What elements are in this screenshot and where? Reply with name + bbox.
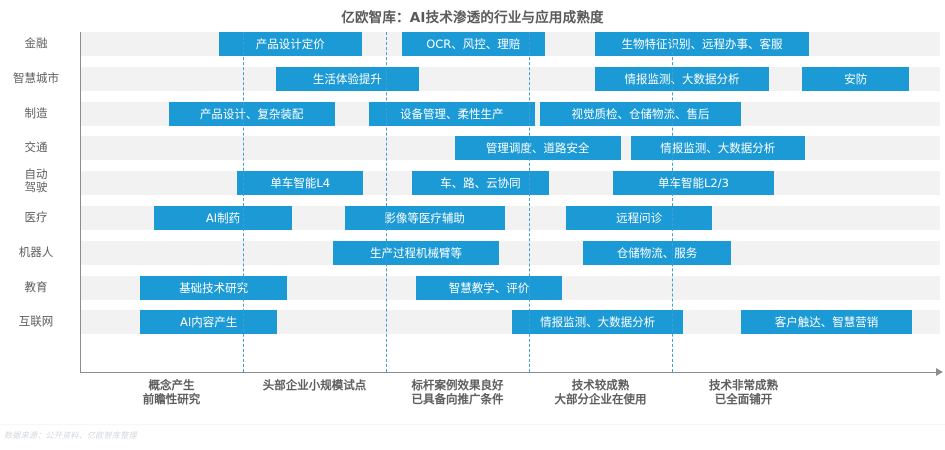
maturity-bar[interactable]: 仓储物流、服务 bbox=[583, 240, 731, 265]
maturity-bar[interactable]: 情报监测、大数据分析 bbox=[630, 136, 805, 161]
maturity-bar[interactable]: 生活体验提升 bbox=[275, 66, 419, 91]
row-label-智慧城市: 智慧城市 bbox=[13, 70, 59, 85]
maturity-bar[interactable]: 视觉质检、仓储物流、售后 bbox=[540, 101, 741, 126]
row-label-教育: 教育 bbox=[24, 279, 48, 294]
maturity-bar[interactable]: 管理调度、道路安全 bbox=[454, 136, 621, 161]
x-stage-label-0: 概念产生前瞻性研究 bbox=[142, 378, 201, 406]
maturity-bar[interactable]: 智慧教学、评价 bbox=[416, 275, 562, 300]
row-band bbox=[80, 240, 940, 265]
maturity-bar[interactable]: AI内容产生 bbox=[140, 310, 278, 335]
row-label-金融: 金融 bbox=[24, 36, 48, 50]
maturity-bar[interactable]: 影像等医疗辅助 bbox=[344, 206, 505, 230]
row-label-机器人: 机器人 bbox=[18, 244, 54, 259]
x-axis-line bbox=[80, 372, 938, 373]
maturity-bar[interactable]: 产品设计、复杂装配 bbox=[168, 101, 335, 126]
gridline-1 bbox=[243, 32, 244, 372]
row-label-医疗: 医疗 bbox=[24, 210, 48, 224]
gridline-4 bbox=[672, 32, 673, 372]
row-band bbox=[80, 66, 940, 91]
maturity-bar[interactable]: 设备管理、柔性生产 bbox=[368, 101, 535, 126]
maturity-bar[interactable]: 情报监测、大数据分析 bbox=[511, 310, 684, 335]
chart-title: 亿欧智库：AI技术渗透的行业与应用成熟度 bbox=[341, 10, 604, 26]
row-label-自动驾驶: 自动驾驶 bbox=[24, 167, 48, 195]
source-note: 数据来源：公开资料、亿欧智库整理 bbox=[4, 431, 137, 440]
maturity-bar[interactable]: 远程问诊 bbox=[566, 206, 713, 230]
maturity-bar[interactable]: OCR、风控、理赔 bbox=[401, 32, 545, 56]
x-axis-arrow-icon bbox=[936, 368, 943, 376]
x-stage-label-4: 技术非常成熟已全面铺开 bbox=[709, 378, 778, 406]
gridline-2 bbox=[386, 32, 387, 372]
maturity-bar[interactable]: 客户触达、智慧营销 bbox=[740, 310, 913, 335]
maturity-bar[interactable]: 产品设计定价 bbox=[218, 32, 362, 56]
maturity-bar[interactable]: 情报监测、大数据分析 bbox=[594, 66, 770, 91]
footer-divider bbox=[0, 424, 945, 425]
x-stage-label-2: 标杆案例效果良好已具备向推广条件 bbox=[411, 378, 504, 406]
maturity-bar[interactable]: AI制药 bbox=[154, 206, 292, 230]
x-stage-label-3: 技术较成熟大部分企业在使用 bbox=[554, 378, 647, 406]
maturity-bar[interactable]: 基础技术研究 bbox=[140, 275, 288, 300]
maturity-bar[interactable]: 单车智能L4 bbox=[237, 171, 364, 196]
x-stage-label-1: 头部企业小规模试点 bbox=[262, 378, 367, 392]
maturity-bar[interactable]: 安防 bbox=[802, 66, 910, 91]
row-label-制造: 制造 bbox=[24, 105, 48, 120]
gridline-3 bbox=[529, 32, 530, 372]
row-label-交通: 交通 bbox=[24, 140, 48, 155]
maturity-bar[interactable]: 车、路、云协同 bbox=[411, 171, 550, 196]
maturity-bar[interactable]: 单车智能L2/3 bbox=[613, 171, 774, 196]
maturity-bar[interactable]: 生产过程机械臂等 bbox=[333, 240, 499, 265]
maturity-bar[interactable]: 生物特征识别、远程办事、客服 bbox=[594, 32, 810, 56]
row-label-互联网: 互联网 bbox=[18, 314, 54, 329]
y-axis-line bbox=[80, 32, 81, 373]
